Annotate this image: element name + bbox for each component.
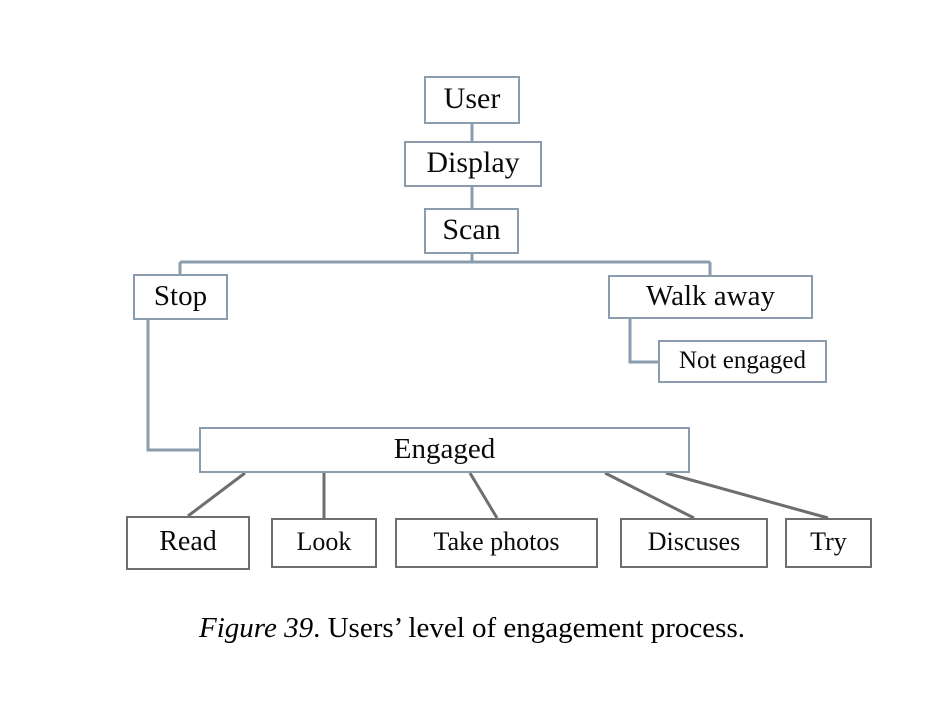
edge-stop-engaged bbox=[146, 320, 199, 452]
figure-caption-text: . Users’ level of engagement process. bbox=[313, 612, 745, 644]
node-read-label: Read bbox=[159, 526, 217, 557]
node-user[interactable]: User bbox=[424, 76, 520, 124]
node-display-label: Display bbox=[426, 146, 520, 179]
node-engaged-label: Engaged bbox=[393, 432, 496, 465]
edge-engaged-try bbox=[665, 471, 829, 520]
node-try-label: Try bbox=[810, 527, 847, 556]
node-not-engaged-label: Not engaged bbox=[678, 347, 807, 374]
node-scan[interactable]: Scan bbox=[424, 208, 519, 254]
node-stop[interactable]: Stop bbox=[133, 274, 228, 320]
node-take-photos[interactable]: Take photos bbox=[395, 518, 598, 568]
edge-engaged-takephotos bbox=[468, 472, 499, 519]
node-stop-label: Stop bbox=[153, 279, 208, 312]
node-try[interactable]: Try bbox=[785, 518, 872, 568]
node-look-label: Look bbox=[296, 527, 352, 556]
node-discuses[interactable]: Discuses bbox=[620, 518, 768, 568]
node-engaged[interactable]: Engaged bbox=[199, 427, 690, 473]
node-scan-label: Scan bbox=[442, 213, 501, 246]
edge-engaged-read bbox=[187, 471, 246, 518]
node-user-label: User bbox=[443, 82, 501, 115]
node-walk-away[interactable]: Walk away bbox=[608, 275, 813, 319]
node-not-engaged[interactable]: Not engaged bbox=[658, 340, 827, 383]
node-look[interactable]: Look bbox=[271, 518, 377, 568]
node-display[interactable]: Display bbox=[404, 141, 542, 187]
edge-engaged-discuses bbox=[604, 471, 695, 520]
node-discuses-label: Discuses bbox=[647, 527, 741, 556]
figure-number: Figure 39 bbox=[199, 612, 314, 644]
edge-walkaway-notengaged bbox=[628, 319, 658, 364]
figure-caption: Figure 39. Users’ level of engagement pr… bbox=[0, 612, 944, 645]
node-walk-away-label: Walk away bbox=[646, 279, 775, 312]
node-take-photos-label: Take photos bbox=[433, 527, 560, 556]
node-read[interactable]: Read bbox=[126, 516, 250, 570]
